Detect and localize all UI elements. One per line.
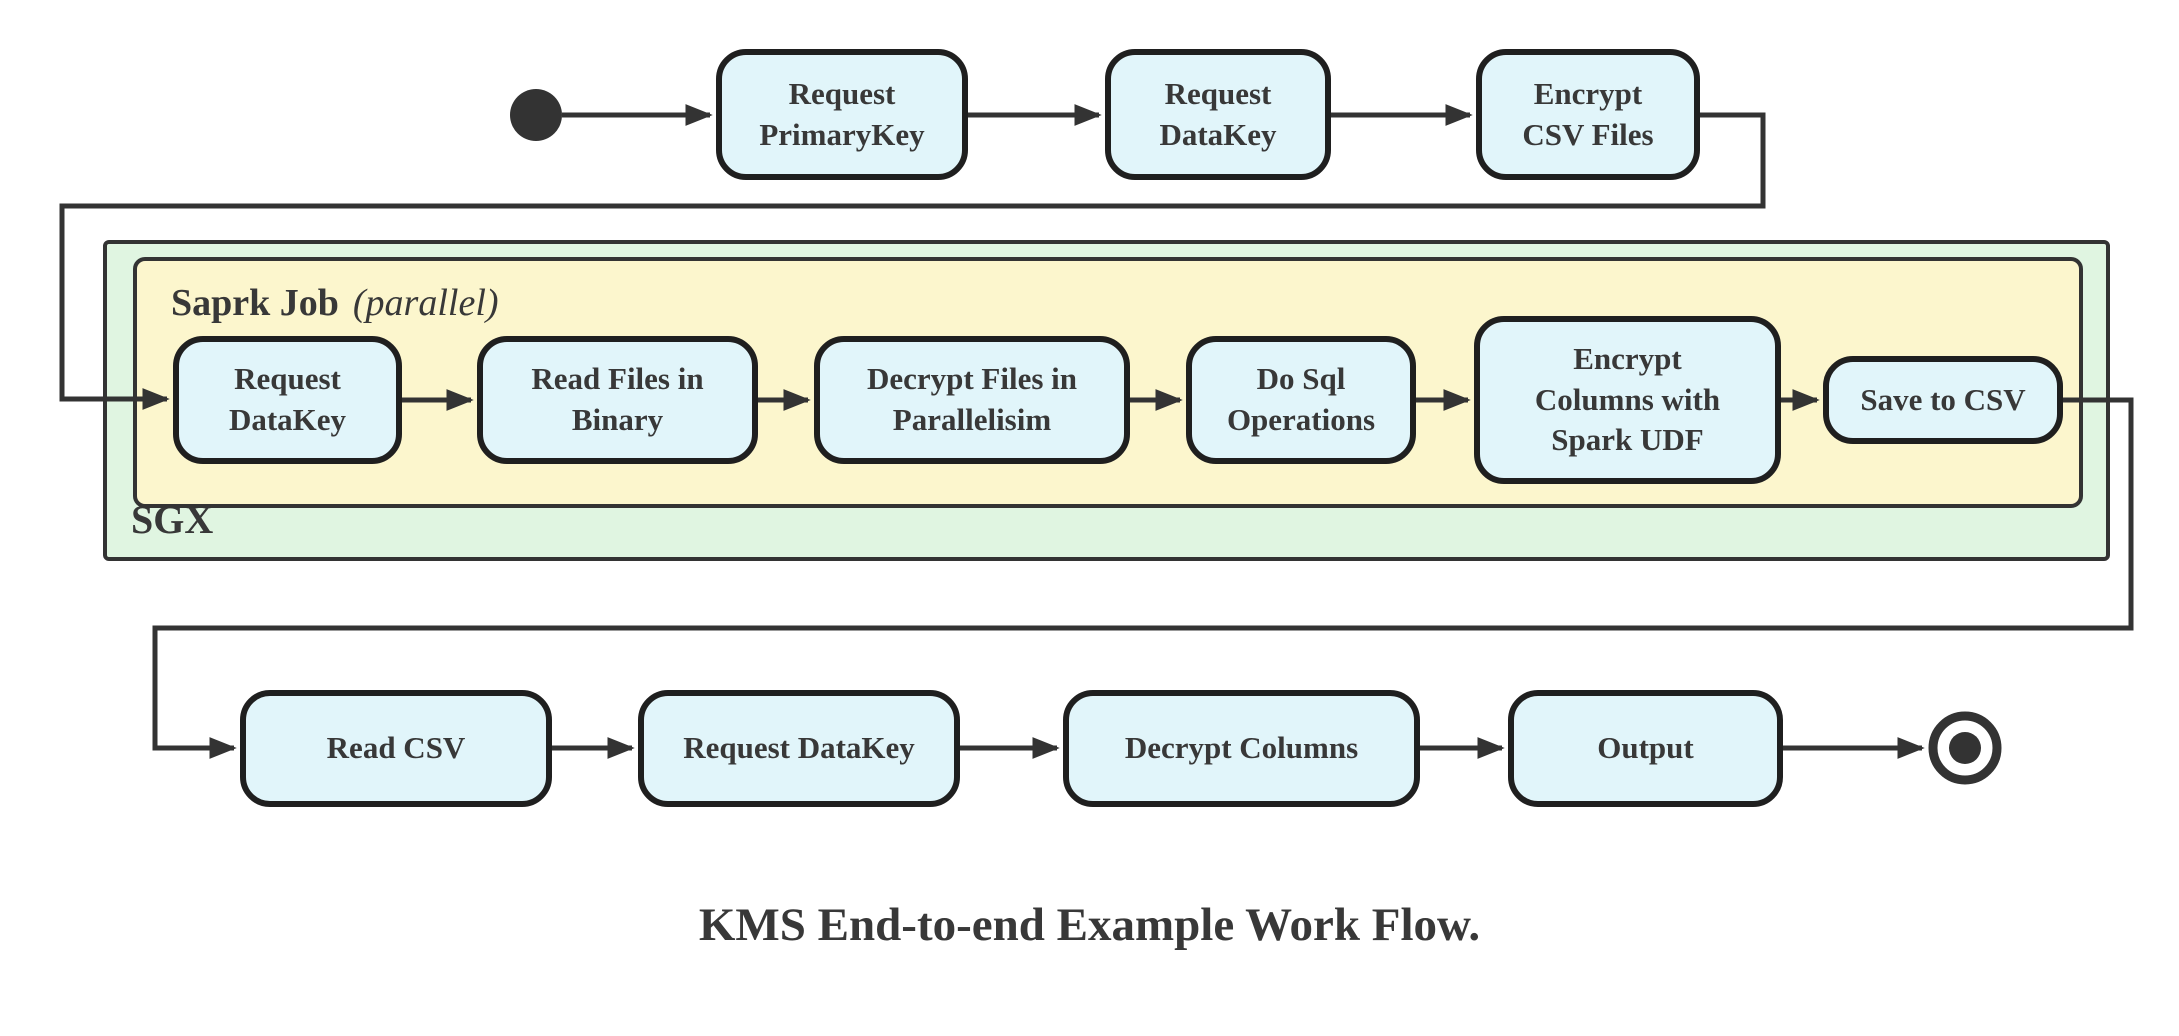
start-node (510, 89, 562, 141)
node-output: Output (1508, 690, 1783, 807)
node-save-to-csv: Save to CSV (1823, 356, 2063, 444)
node-request-datakey-bottom: Request DataKey (638, 690, 960, 807)
node-do-sql-operations: Do Sql Operations (1186, 336, 1416, 464)
node-encrypt-csv-files: Encrypt CSV Files (1476, 49, 1700, 180)
node-encrypt-columns-with-spark-udf: Encrypt Columns with Spark UDF (1474, 316, 1781, 484)
spark-job-parallel-annotation: (parallel) (352, 282, 499, 324)
node-decrypt-files-in-parallelisim: Decrypt Files in Parallelisim (814, 336, 1130, 464)
node-decrypt-columns: Decrypt Columns (1063, 690, 1420, 807)
node-request-datakey-top: Request DataKey (1105, 49, 1331, 180)
spark-job-label-text: Saprk Job (171, 282, 339, 324)
node-read-csv: Read CSV (240, 690, 552, 807)
end-node (1928, 711, 2002, 785)
node-request-datakey-spark: Request DataKey (173, 336, 402, 464)
node-read-files-in-binary: Read Files in Binary (477, 336, 758, 464)
node-request-primarykey: Request PrimaryKey (716, 49, 968, 180)
diagram-caption: KMS End-to-end Example Work Flow. (698, 899, 1481, 951)
spark-job-label: Saprk Job (parallel) (171, 281, 499, 325)
